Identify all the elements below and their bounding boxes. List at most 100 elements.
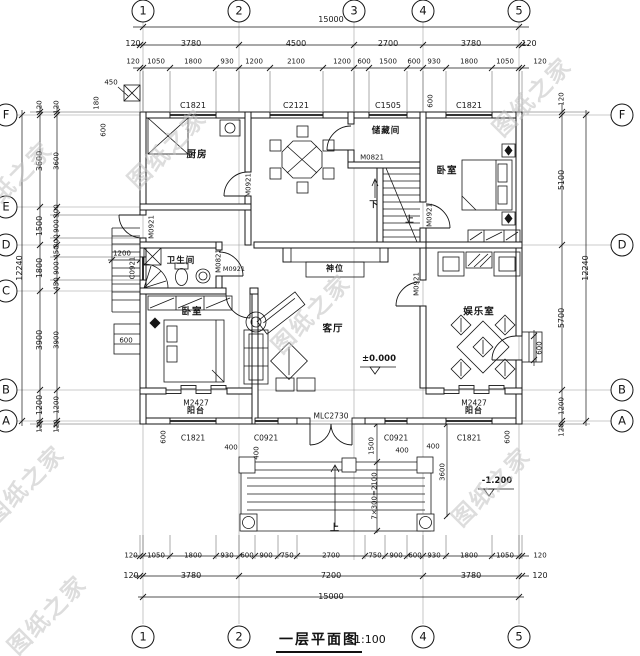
window-code: C2121 [283, 101, 309, 110]
interior-stair [371, 167, 420, 243]
grid-bubble-bottom-4: 4 [411, 625, 435, 649]
mahjong-table [450, 314, 516, 380]
bed-top-right [461, 143, 516, 226]
dim: 2100 [287, 57, 305, 66]
dim: 1500 [367, 437, 376, 455]
dim-overall-bottom: 15000 [318, 592, 344, 601]
dim: 600 [240, 551, 254, 560]
dining-table [269, 125, 335, 194]
grid-bubble-bottom-2: 2 [227, 625, 251, 649]
altar-table [282, 247, 389, 278]
dim: 1050 [496, 57, 514, 66]
dim: 1050 [496, 551, 514, 560]
entertainment-sofas [437, 251, 521, 277]
tv-cabinet-bedroom [467, 229, 521, 243]
door-code: M0921 [147, 215, 156, 239]
dim: 900 [259, 551, 273, 560]
door-code: M0921 [425, 203, 434, 227]
dim-overall-top: 15000 [318, 15, 344, 24]
dim: 120 [35, 100, 44, 114]
furniture [143, 117, 521, 392]
dim: 120 [533, 57, 547, 66]
door-code: M0821 [214, 249, 223, 273]
door-code: M0921 [244, 173, 253, 197]
drawing-title: 一层平面图 [276, 629, 362, 653]
grid-bubble-right-F: F [610, 103, 634, 127]
room-label: 娱乐室 [463, 306, 495, 318]
door-code: M2427 [461, 398, 487, 408]
dim: 600 [357, 57, 371, 66]
sliding-door-m2427-right [443, 385, 505, 394]
dim: 3600 [438, 463, 447, 481]
dim: 3780 [460, 571, 482, 580]
dim: 1200 [35, 394, 44, 416]
dim: 120 [35, 419, 44, 433]
wardrobe-bottom-left [147, 295, 233, 311]
dim: 120 [123, 571, 139, 580]
dim: 2700 [377, 39, 399, 48]
side-steps-left [113, 323, 141, 355]
level-mark: -1.200 [481, 475, 513, 486]
dim: 2700 [322, 551, 340, 560]
dim: 750 [280, 551, 294, 560]
dim: 7200 [320, 571, 342, 580]
exterior-side-stair-left [111, 227, 140, 313]
dim: 3780 [180, 571, 202, 580]
door-code: M0921 [222, 264, 246, 273]
dim: 1800 [35, 257, 44, 279]
dim: 1200 [245, 57, 263, 66]
doors [118, 125, 517, 446]
stair-direction: 上 [329, 523, 341, 534]
dim: 600 [503, 430, 512, 444]
grid-bubble-top-4: 4 [411, 0, 435, 23]
dim: 930 [220, 57, 234, 66]
dim: 3900 [52, 331, 61, 349]
dim: 3780 [460, 39, 482, 48]
sliding-door-m2427-left [165, 385, 227, 394]
flue [117, 84, 141, 102]
grid-bubble-bottom-1: 1 [131, 625, 155, 649]
dim: 1050 [147, 57, 165, 66]
dim: 1200 [557, 397, 566, 415]
side-steps-right [521, 331, 543, 363]
grid-bubble-left-B: B [0, 378, 18, 402]
dim: 930 [220, 551, 234, 560]
window-code: C1821 [456, 433, 482, 443]
kitchen-stove [147, 117, 189, 155]
grid-bubble-top-2: 2 [227, 0, 251, 23]
dim: 600 [408, 551, 422, 560]
dim: 400 [224, 443, 238, 452]
dim: 450 [52, 277, 61, 291]
dim: 600 [99, 123, 108, 137]
grid-bubble-left-F: F [0, 103, 18, 127]
dim: 900 [52, 219, 61, 233]
dim: 120 [521, 39, 537, 48]
dim-overall-left: 12240 [15, 255, 24, 281]
dim: 400 [426, 442, 440, 451]
grid-bubble-bottom-5: 5 [507, 625, 531, 649]
dim: 400 [252, 446, 261, 460]
dim: 900 [389, 551, 403, 560]
windows [139, 111, 493, 425]
window-code: C0921 [383, 433, 409, 443]
grid-bubble-left-C: C [0, 279, 18, 303]
bathroom-fixtures [143, 247, 211, 289]
stair-direction: 下 [369, 199, 379, 210]
dim: 1800 [460, 57, 478, 66]
room-label: 卧室 [181, 306, 203, 318]
door-code: M2427 [183, 398, 209, 408]
dim: 4500 [285, 39, 307, 48]
window-code: C1821 [180, 433, 206, 443]
dim: 120 [52, 419, 61, 433]
dim: 600 [535, 341, 544, 355]
living-room-sofa [243, 291, 316, 392]
dim: 120 [532, 571, 548, 580]
grid-bubble-left-D: D [0, 233, 18, 257]
room-label: 神位 [326, 264, 344, 273]
stair-direction: 上 [405, 214, 415, 225]
level-marker-minus [478, 488, 514, 497]
dim: 450 [52, 245, 61, 259]
grid-bubble-top-1: 1 [131, 0, 155, 23]
dim: 120 [557, 92, 566, 106]
